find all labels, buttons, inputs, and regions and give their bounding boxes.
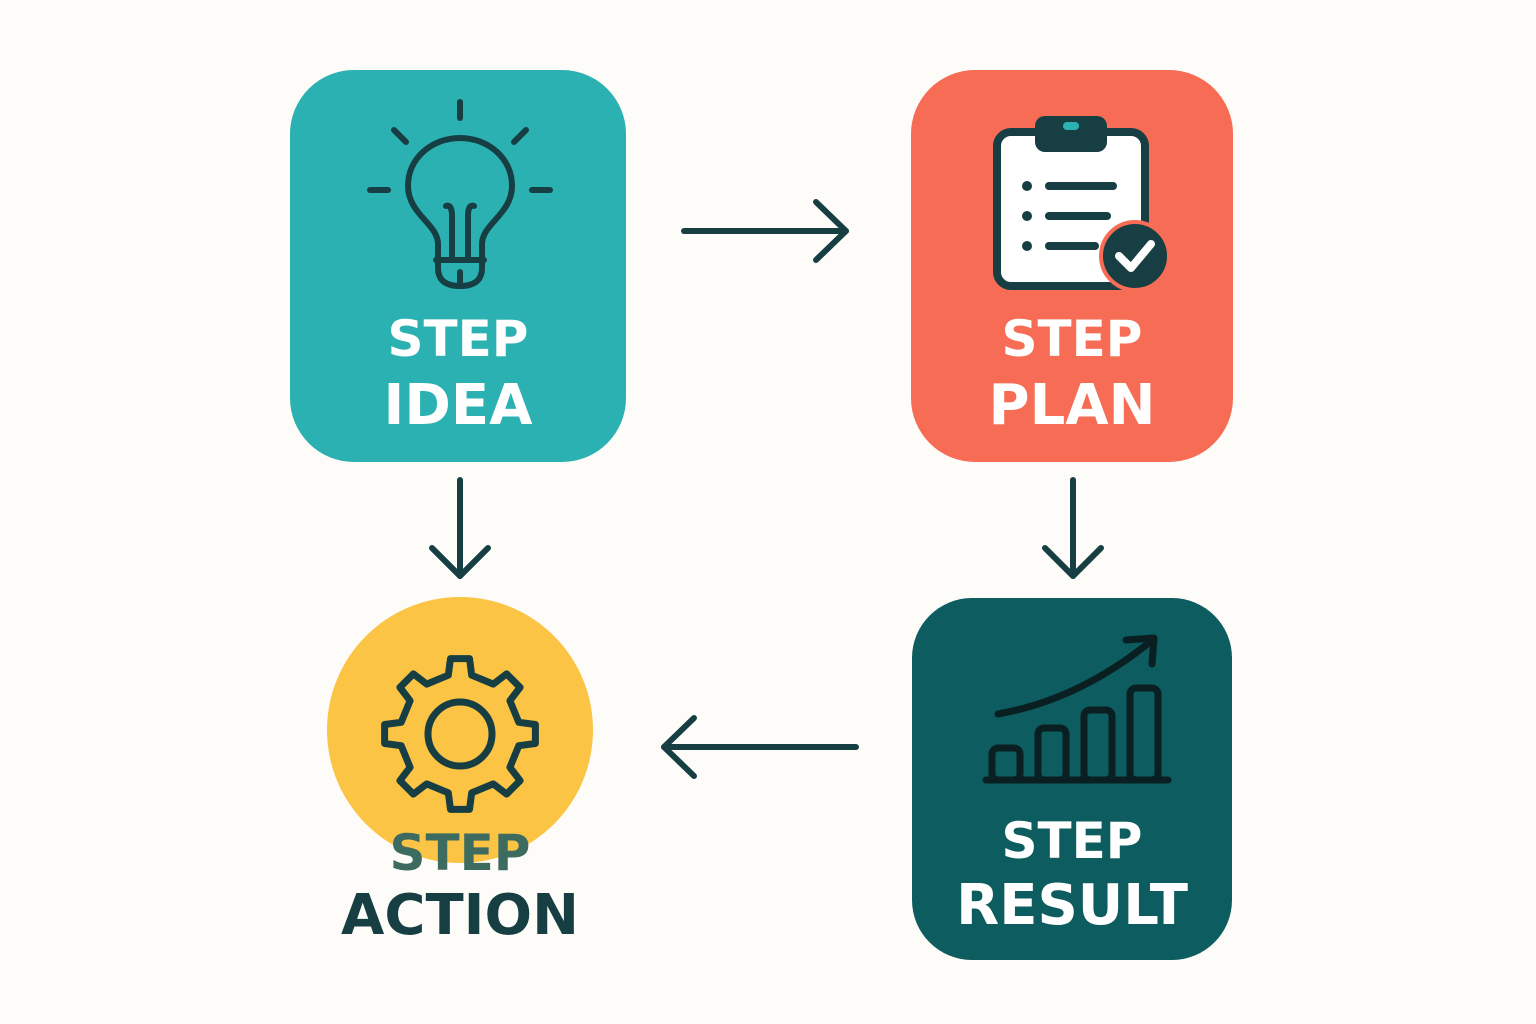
step-plan-label-bottom: PLAN <box>988 373 1156 438</box>
arrow-plan-to-result <box>1042 477 1104 579</box>
growth-chart-icon <box>982 634 1172 784</box>
step-plan-card: STEP PLAN <box>911 70 1233 462</box>
step-result-label-top: STEP <box>1001 812 1143 870</box>
clipboard-check-icon <box>993 116 1171 292</box>
arrow-idea-to-plan <box>681 199 849 263</box>
arrow-idea-to-action <box>429 477 491 579</box>
step-action-circle <box>327 597 593 863</box>
step-result-card: STEP RESULT <box>912 598 1232 960</box>
step-idea-label-top: STEP <box>387 310 529 368</box>
step-action-label-bottom: ACTION <box>341 883 579 948</box>
step-idea-card: STEP IDEA <box>290 70 626 462</box>
lightbulb-icon <box>367 99 553 289</box>
step-result-label-bottom: RESULT <box>956 873 1188 938</box>
arrow-result-to-action <box>661 715 859 779</box>
step-plan-label-top: STEP <box>1001 310 1143 368</box>
step-action-label-top: STEP <box>389 824 531 882</box>
gear-icon <box>381 655 539 813</box>
step-idea-label-bottom: IDEA <box>383 373 533 438</box>
